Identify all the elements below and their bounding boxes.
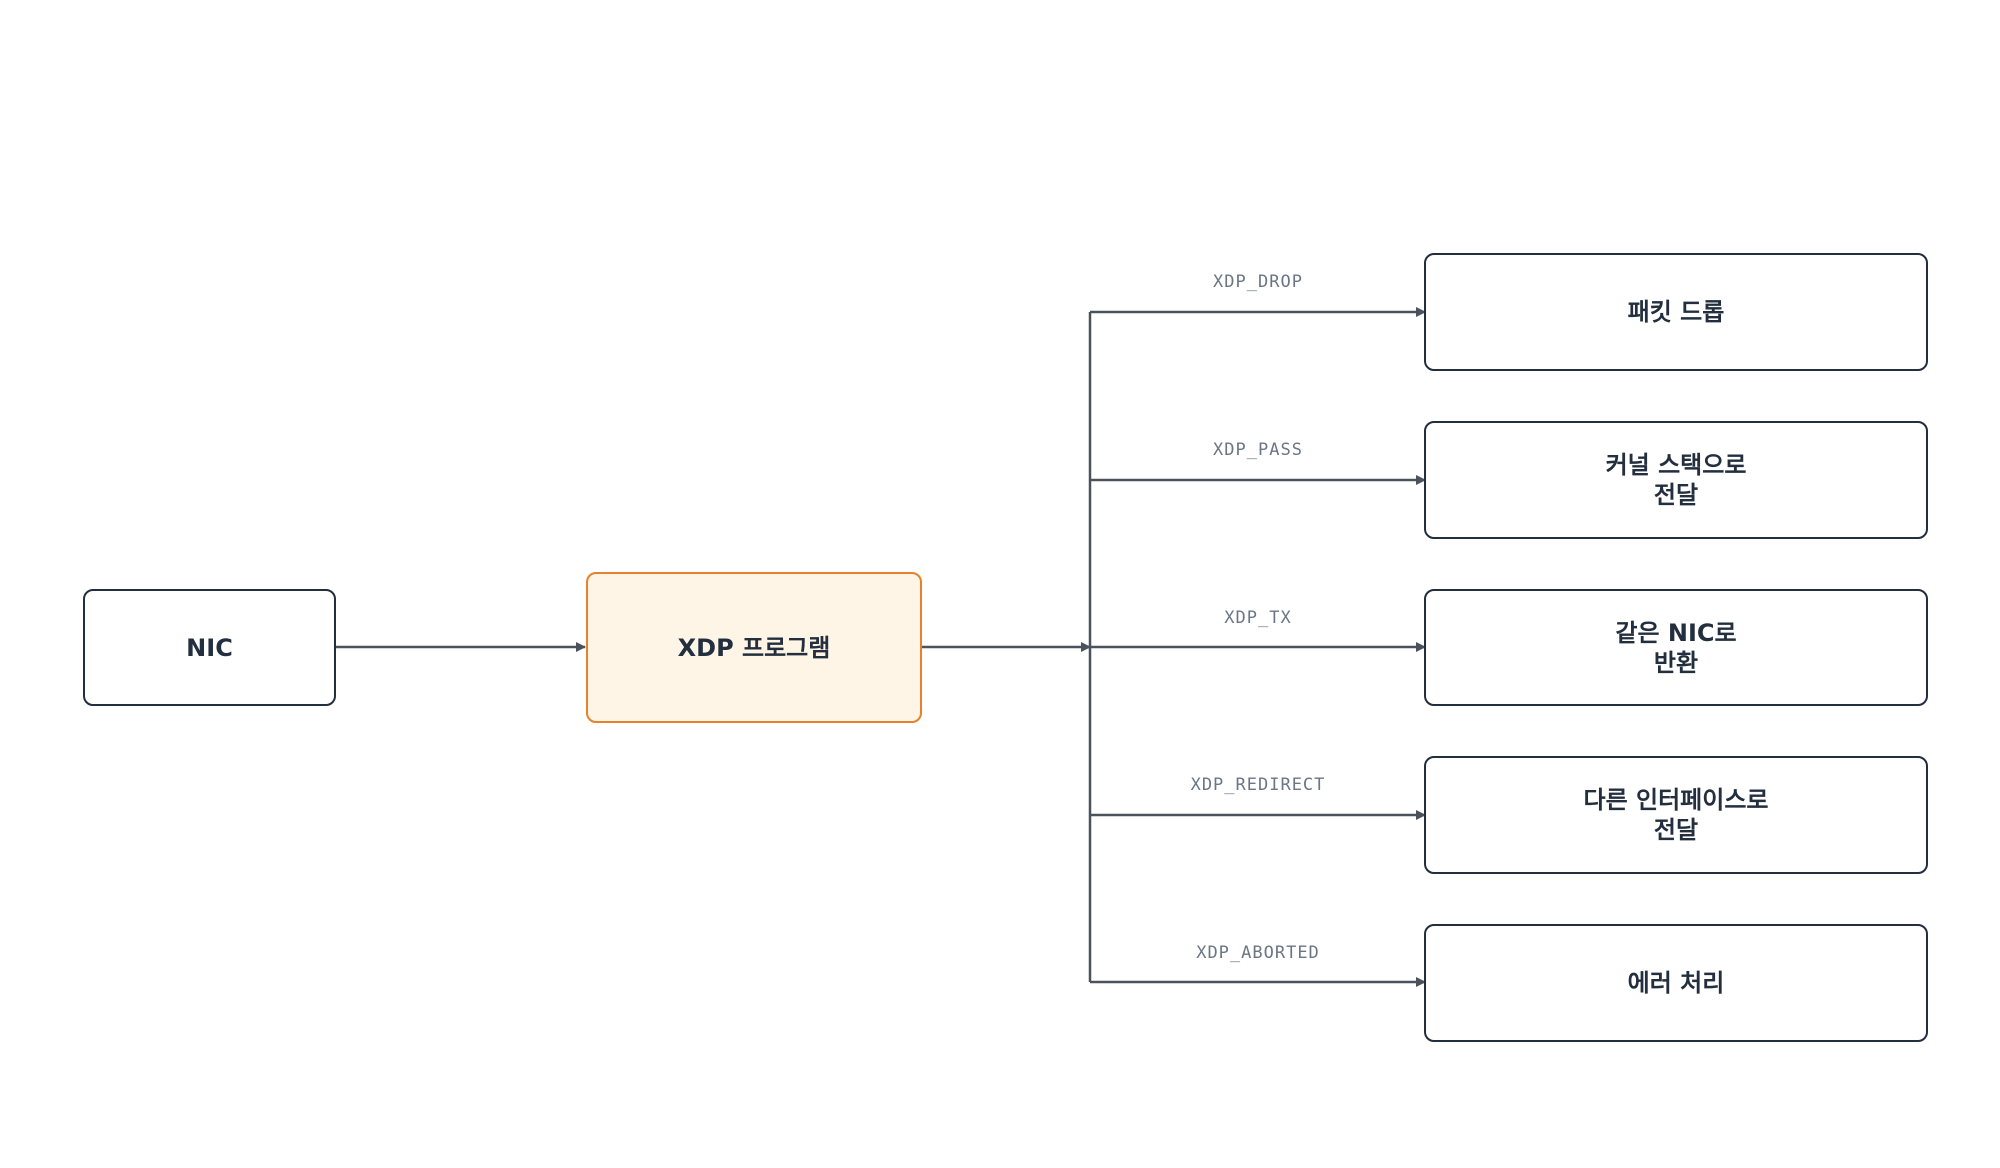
node-nic-label: NIC bbox=[186, 633, 233, 662]
node-same-nic: 같은 NIC로 반환 bbox=[1424, 589, 1928, 706]
edge-label-tx: XDP_TX bbox=[1224, 608, 1292, 628]
node-xdp-program: XDP 프로그램 bbox=[586, 572, 922, 723]
node-other-interface: 다른 인터페이스로 전달 bbox=[1424, 756, 1928, 874]
node-nic: NIC bbox=[83, 589, 336, 706]
node-packet-drop-label: 패킷 드롭 bbox=[1627, 298, 1725, 326]
node-xdp-program-label: XDP 프로그램 bbox=[677, 633, 831, 662]
node-error-handling: 에러 처리 bbox=[1424, 924, 1928, 1042]
node-other-interface-label: 다른 인터페이스로 전달 bbox=[1583, 786, 1769, 844]
edge-label-aborted: XDP_ABORTED bbox=[1196, 943, 1320, 963]
edge-label-drop: XDP_DROP bbox=[1213, 272, 1303, 292]
node-same-nic-label: 같은 NIC로 반환 bbox=[1615, 618, 1737, 677]
node-error-handling-label: 에러 처리 bbox=[1627, 969, 1725, 997]
node-kernel-stack-label: 커널 스택으로 전달 bbox=[1605, 451, 1747, 509]
node-packet-drop: 패킷 드롭 bbox=[1424, 253, 1928, 371]
edge-label-pass: XDP_PASS bbox=[1213, 440, 1303, 460]
edge-label-redirect: XDP_REDIRECT bbox=[1190, 775, 1326, 795]
node-kernel-stack: 커널 스택으로 전달 bbox=[1424, 421, 1928, 539]
